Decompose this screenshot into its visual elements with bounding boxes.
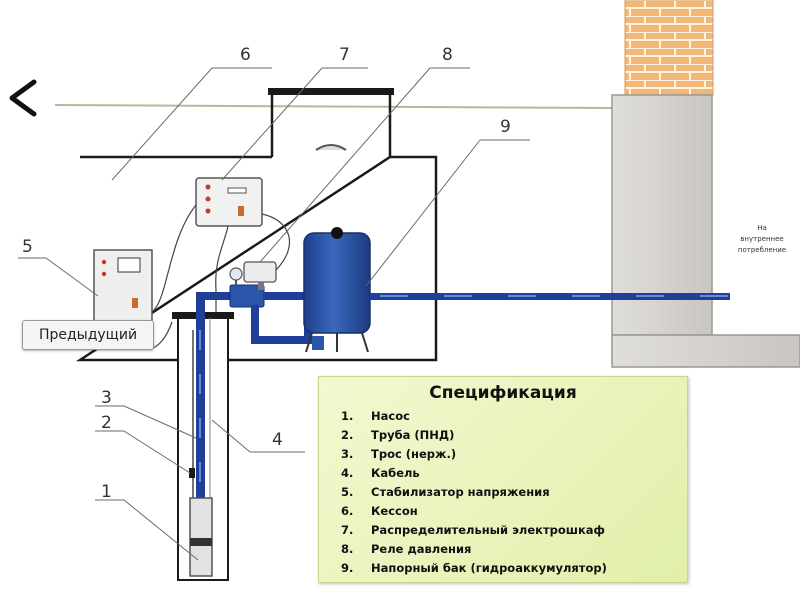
ground-line	[54, 104, 613, 109]
stabilizer-indicator-icon	[101, 271, 107, 277]
callout-4: 4	[272, 430, 283, 450]
back-arrow-icon[interactable]	[4, 76, 40, 120]
spec-item: 7.Распределительный электрошкаф	[341, 523, 605, 537]
pressure-gauge-icon	[229, 267, 243, 281]
cabinet-display	[227, 187, 247, 194]
specification-list: 1.Насос 2.Труба (ПНД) 3.Трос (нерж.) 4.К…	[319, 407, 687, 578]
pressure-tank	[303, 232, 371, 334]
cabinet-switch	[238, 206, 244, 216]
stabilizer-indicator-icon	[101, 259, 107, 265]
pump-band	[190, 538, 212, 546]
specification-panel: Спецификация 1.Насос 2.Труба (ПНД) 3.Тро…	[318, 376, 688, 583]
house-note-line-3: потребление	[738, 246, 786, 254]
spec-item: 5.Стабилизатор напряжения	[341, 485, 550, 499]
cable-cabinet-relay	[261, 213, 291, 271]
spec-item: 8.Реле давления	[341, 542, 472, 556]
stabilizer-switch	[132, 298, 138, 308]
caisson-body	[75, 155, 438, 362]
cabinet-indicator-icon	[205, 196, 211, 202]
callout-2: 2	[101, 413, 112, 433]
leader-line-7	[221, 67, 368, 181]
well-pipe	[196, 300, 205, 500]
cable-stabilizer-cabinet	[151, 204, 197, 313]
previous-button[interactable]: Предыдущий	[22, 320, 154, 350]
tank-legs	[305, 332, 369, 353]
caisson-hatch-lid	[268, 88, 394, 95]
callout-3: 3	[101, 388, 112, 408]
callout-9: 9	[500, 117, 511, 137]
leader-line-9	[365, 139, 530, 287]
tank-bottom-valve	[312, 336, 324, 350]
leader-line-1	[95, 499, 199, 561]
specification-title: Спецификация	[429, 383, 577, 403]
callout-5: 5	[22, 237, 33, 257]
house-supply-pipe	[370, 293, 730, 300]
pressure-relay	[243, 261, 277, 283]
well-outlet-pipe	[196, 292, 232, 300]
leader-line-2	[95, 430, 191, 474]
callout-8: 8	[442, 45, 453, 65]
callout-1: 1	[101, 482, 112, 502]
cabinet-indicator-icon	[205, 184, 211, 190]
leader-line-5	[18, 257, 99, 297]
cable-cabinet-well	[215, 225, 229, 312]
spec-item: 4.Кабель	[341, 466, 420, 480]
cabinet-indicator-icon	[205, 208, 211, 214]
house-note-line-1: На	[757, 224, 767, 232]
tank-cap	[331, 227, 343, 239]
distribution-cabinet	[195, 177, 263, 227]
house-note-line-2: внутреннее	[740, 235, 783, 243]
leader-line-6	[111, 67, 272, 181]
tank-supply-loop	[251, 305, 312, 344]
leader-line-3	[95, 405, 197, 439]
caisson-hatch-handle	[315, 144, 347, 151]
relay-stem	[258, 282, 264, 290]
spec-item: 6.Кессон	[341, 504, 418, 518]
callout-6: 6	[240, 45, 251, 65]
spec-item: 9.Напорный бак (гидроаккумулятор)	[341, 561, 607, 575]
leader-line-4	[211, 419, 305, 453]
spec-item: 3.Трос (нерж.)	[341, 447, 457, 461]
cable-clamp	[189, 468, 195, 478]
submersible-pump	[189, 497, 213, 577]
brick-chimney	[624, 0, 714, 96]
stabilizer-meter	[117, 257, 141, 273]
spec-item: 1.Насос	[341, 409, 410, 423]
spec-item: 2.Труба (ПНД)	[341, 428, 455, 442]
leader-line-8	[259, 67, 470, 263]
caisson-hatch-neck	[270, 95, 392, 157]
house-foundation	[611, 334, 800, 368]
callout-7: 7	[339, 45, 350, 65]
